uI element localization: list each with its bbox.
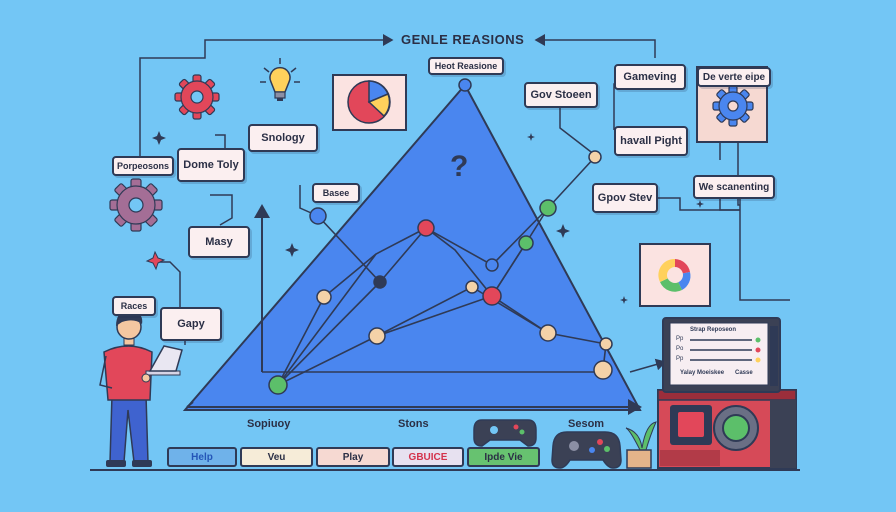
node-green-start[interactable] xyxy=(268,375,288,395)
node-red-upper[interactable] xyxy=(417,219,435,237)
monitor-footer-right: Casse xyxy=(735,370,753,376)
node-blue[interactable] xyxy=(309,207,327,225)
node-far-right[interactable] xyxy=(599,337,613,351)
monitor-row-label: Pp xyxy=(676,356,684,362)
donut-chart-icon xyxy=(639,243,711,307)
help-button[interactable]: Help xyxy=(167,447,237,467)
node-green-mid[interactable] xyxy=(518,235,534,251)
label-gapy: Gapy xyxy=(160,307,222,341)
label-dome-toly: Dome Toly xyxy=(177,148,245,182)
guide-button[interactable]: GBUICE xyxy=(392,447,464,467)
console-icon xyxy=(657,389,797,469)
x-axis-start xyxy=(186,401,194,408)
node-green-right[interactable] xyxy=(539,199,557,217)
plant-icon xyxy=(625,421,657,469)
diagram-title: GENLE REASIONS xyxy=(401,32,525,47)
play-button[interactable]: Play xyxy=(316,447,390,467)
gear-icon xyxy=(174,74,220,120)
update-view-button-label: Ipde Vie xyxy=(484,451,523,463)
axis-label-right: Sesom xyxy=(568,418,605,430)
label-races: Races xyxy=(112,296,156,316)
help-button-label: Help xyxy=(191,451,213,463)
guide-button-label: GBUICE xyxy=(408,451,448,463)
axis-label-left: Sopiuoy xyxy=(247,418,291,430)
label-gov-steen: Gov Stoeen xyxy=(524,82,598,108)
axis-label-mid: Stons xyxy=(398,418,429,430)
person-with-laptop-icon xyxy=(99,310,183,467)
star-icon xyxy=(145,250,166,271)
gamepad-icon xyxy=(551,431,622,469)
label-de-verte-eipe: De verte eipe xyxy=(697,67,771,87)
view-button[interactable]: Veu xyxy=(240,447,313,467)
update-view-button[interactable]: Ipde Vie xyxy=(467,447,540,467)
label-snology: Snology xyxy=(248,124,318,152)
node-peach[interactable] xyxy=(465,280,479,294)
label-heat-reasons: Heot Reasione xyxy=(428,57,504,75)
label-masy: Masy xyxy=(188,226,250,258)
node-dark[interactable] xyxy=(373,275,387,289)
monitor-footer-left: Yalay Moeiskee xyxy=(680,370,725,376)
node-peach-right[interactable] xyxy=(539,324,557,342)
label-we-scanenting: We scanenting xyxy=(693,175,775,199)
monitor-row-label: Po xyxy=(676,346,684,352)
node-peak[interactable] xyxy=(458,78,472,92)
question-icon: ? xyxy=(450,150,469,183)
node-peach-bottom[interactable] xyxy=(368,327,386,345)
node-blue-mid[interactable] xyxy=(485,258,499,272)
monitor-icon xyxy=(662,317,781,393)
play-button-label: Play xyxy=(342,451,364,463)
triangle-shape xyxy=(182,83,642,411)
monitor-row-label: Pp xyxy=(676,336,684,342)
connector-lines xyxy=(139,34,790,373)
label-porpeosons: Porpeosons xyxy=(112,156,174,176)
label-havall-pight: havall Pight xyxy=(614,126,688,156)
node-bottom-right[interactable] xyxy=(593,360,613,380)
data-nodes xyxy=(268,78,613,395)
label-gamewing: Gameving xyxy=(614,64,686,90)
node-red-lower[interactable] xyxy=(482,286,502,306)
monitor-title: Strap Reposeon xyxy=(690,327,737,333)
view-button-label: Veu xyxy=(267,451,286,463)
node-peach-left[interactable] xyxy=(316,289,332,305)
gamepad-icon xyxy=(473,419,537,447)
label-gpov-stev: Gpov Stev xyxy=(592,183,658,213)
sparkle-icon xyxy=(152,131,704,304)
node-top-right[interactable] xyxy=(588,150,602,164)
gear-icon xyxy=(109,178,163,232)
label-basee: Basee xyxy=(312,183,360,203)
pie-chart-icon xyxy=(332,74,407,131)
lightbulb-icon xyxy=(260,58,300,101)
